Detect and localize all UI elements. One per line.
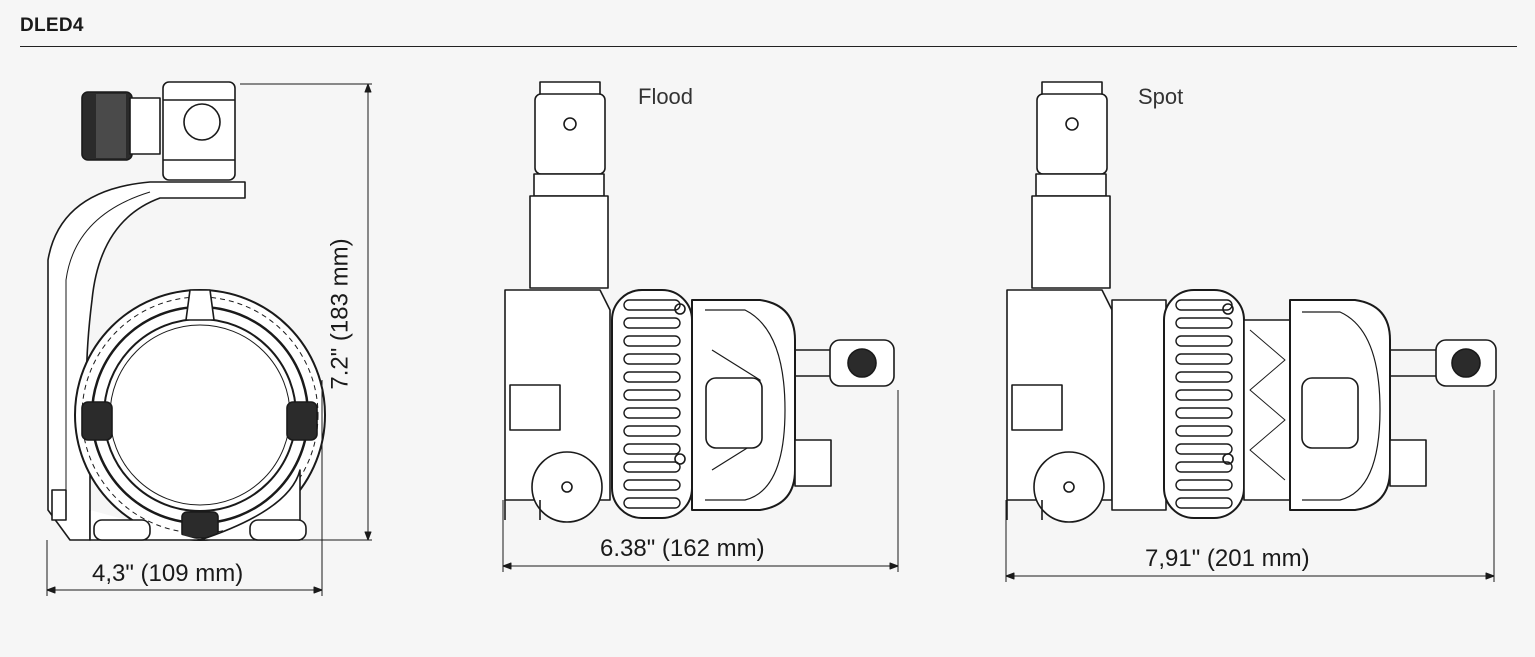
front-height-label: 7.2" (183 mm) [326,238,354,390]
spot-view-drawing [1006,81,1497,523]
flood-width-label: 6.38" (162 mm) [600,535,765,562]
title-divider [20,46,1517,47]
page-title: DLED4 [20,15,84,36]
spot-width-dimension [1005,390,1495,582]
spot-view-title: Spot [1138,84,1184,109]
front-width-label: 4,3" (109 mm) [92,560,244,587]
flood-view-title: Flood [638,84,694,109]
flood-view-drawing [504,81,895,523]
front-view-drawing [47,81,326,541]
spot-width-label: 7,91" (201 mm) [1145,545,1310,572]
front-height-dimension [240,83,372,541]
flood-width-dimension [502,390,899,572]
front-width-dimension [46,380,323,596]
